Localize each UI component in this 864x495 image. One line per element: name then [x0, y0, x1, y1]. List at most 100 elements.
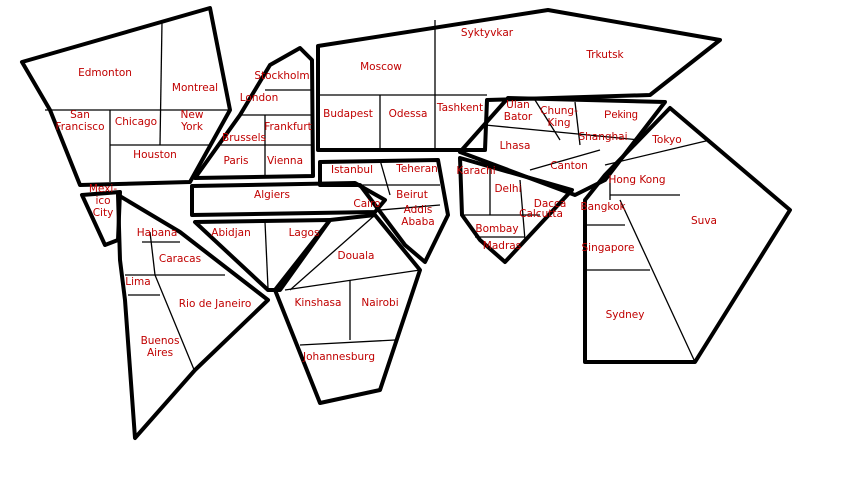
city-label-line: Houston	[133, 149, 177, 161]
city-label-line: Moscow	[360, 61, 402, 73]
city-label-edmonton: Edmonton	[78, 67, 132, 79]
city-label-karachi: Karachi	[456, 165, 495, 177]
city-label-line: Algiers	[254, 189, 290, 201]
city-label-line: Tokyo	[651, 134, 681, 146]
city-label-line: Istanbul	[331, 164, 373, 176]
city-label-line: Peking	[604, 109, 638, 121]
city-label-paris: Paris	[224, 155, 249, 167]
city-label-line: Stockholm	[254, 70, 309, 82]
city-label-chicago: Chicago	[115, 116, 157, 128]
city-label-line: City	[93, 207, 114, 219]
city-label-line: San	[70, 109, 90, 121]
city-label-tashkent: Tashkent	[436, 102, 483, 114]
city-label-line: King	[547, 117, 570, 129]
city-label-shanghai: Shanghai	[578, 131, 627, 143]
region-west-africa	[193, 218, 332, 292]
city-label-teheran: Teheran	[395, 163, 438, 175]
region-north-africa	[190, 181, 387, 217]
city-label-line: Calcutta	[519, 208, 563, 220]
city-label-line: Caracas	[159, 253, 201, 265]
city-label-line: Aires	[147, 347, 173, 359]
city-label-chung-king: Chung-King	[540, 105, 578, 129]
city-label-line: Odessa	[389, 108, 428, 120]
region-north-america	[20, 6, 232, 187]
city-label-line: Madras	[483, 240, 521, 252]
city-label-montreal: Montreal	[172, 82, 218, 94]
city-label-line: Addis	[404, 204, 433, 216]
city-label-line: Buenos	[141, 335, 180, 347]
city-label-lagos: Lagos	[289, 227, 320, 239]
city-label-trkutsk: Trkutsk	[585, 49, 624, 61]
city-label-line: Bator	[504, 111, 533, 123]
city-label-caracas: Caracas	[159, 253, 201, 265]
city-label-peking: Peking	[604, 109, 638, 121]
city-label-line: Lagos	[289, 227, 320, 239]
city-label-hong-kong: Hong Kong	[608, 174, 665, 186]
city-label-line: Singapore	[582, 242, 635, 254]
city-label-line: Canton	[550, 160, 588, 172]
city-label-beirut: Beirut	[396, 189, 428, 201]
region-russia	[316, 8, 722, 152]
city-label-budapest: Budapest	[323, 108, 373, 120]
region-central-africa	[273, 213, 422, 405]
region-india	[458, 156, 574, 264]
city-label-line: Lhasa	[500, 140, 531, 152]
city-label-line: Habana	[137, 227, 178, 239]
city-label-line: Montreal	[172, 82, 218, 94]
city-label-suva: Suva	[691, 215, 717, 227]
city-label-odessa: Odessa	[389, 108, 428, 120]
city-label-line: Tashkent	[436, 102, 483, 114]
city-label-syktyvkar: Syktyvkar	[461, 27, 514, 39]
city-label-abidjan: Abidjan	[211, 227, 250, 239]
city-label-line: Edmonton	[78, 67, 132, 79]
city-label-line: Sydney	[606, 309, 645, 321]
city-label-line: Brussels	[222, 132, 266, 144]
city-label-line: Ulan	[506, 99, 530, 111]
city-label-line: Chicago	[115, 116, 157, 128]
city-label-line: Trkutsk	[585, 49, 624, 61]
city-label-line: Lima	[125, 276, 150, 288]
city-label-line: Paris	[224, 155, 249, 167]
city-label-line: Douala	[338, 250, 375, 262]
city-label-line: Rio de Janeiro	[179, 298, 252, 310]
city-label-line: Beirut	[396, 189, 428, 201]
city-label-lhasa: Lhasa	[500, 140, 531, 152]
city-label-johannesburg: Johannesburg	[302, 351, 375, 363]
city-label-tokyo: Tokyo	[651, 134, 681, 146]
city-label-douala: Douala	[338, 250, 375, 262]
city-label-line: New	[181, 109, 204, 121]
city-label-bombay: Bombay	[475, 223, 518, 235]
city-label-nairobi: Nairobi	[361, 297, 398, 309]
city-label-line: Vienna	[267, 155, 303, 167]
city-label-line: Shanghai	[578, 131, 627, 143]
city-label-canton: Canton	[550, 160, 588, 172]
city-label-calcutta: Calcutta	[519, 208, 563, 220]
city-label-line: Karachi	[456, 165, 495, 177]
city-label-kinshasa: Kinshasa	[295, 297, 342, 309]
city-label-brussels: Brussels	[222, 132, 266, 144]
city-label-frankfurt: Frankfurt	[264, 121, 312, 133]
city-label-stockholm: Stockholm	[254, 70, 309, 82]
cell-dividers	[45, 20, 711, 373]
city-label-line: Frankfurt	[264, 121, 312, 133]
city-label-cairo: Cairo	[353, 198, 380, 210]
city-label-line: Bangkok	[580, 201, 626, 213]
city-label-line: Bombay	[475, 223, 518, 235]
city-label-line: Nairobi	[361, 297, 398, 309]
city-label-line: York	[180, 121, 204, 133]
city-label-line: Budapest	[323, 108, 373, 120]
city-label-algiers: Algiers	[254, 189, 290, 201]
city-label-madras: Madras	[483, 240, 521, 252]
city-label-line: Kinshasa	[295, 297, 342, 309]
city-label-line: Abidjan	[211, 227, 250, 239]
city-label-bangkok: Bangkok	[580, 201, 626, 213]
region-borders	[20, 6, 792, 440]
city-label-line: Cairo	[353, 198, 380, 210]
